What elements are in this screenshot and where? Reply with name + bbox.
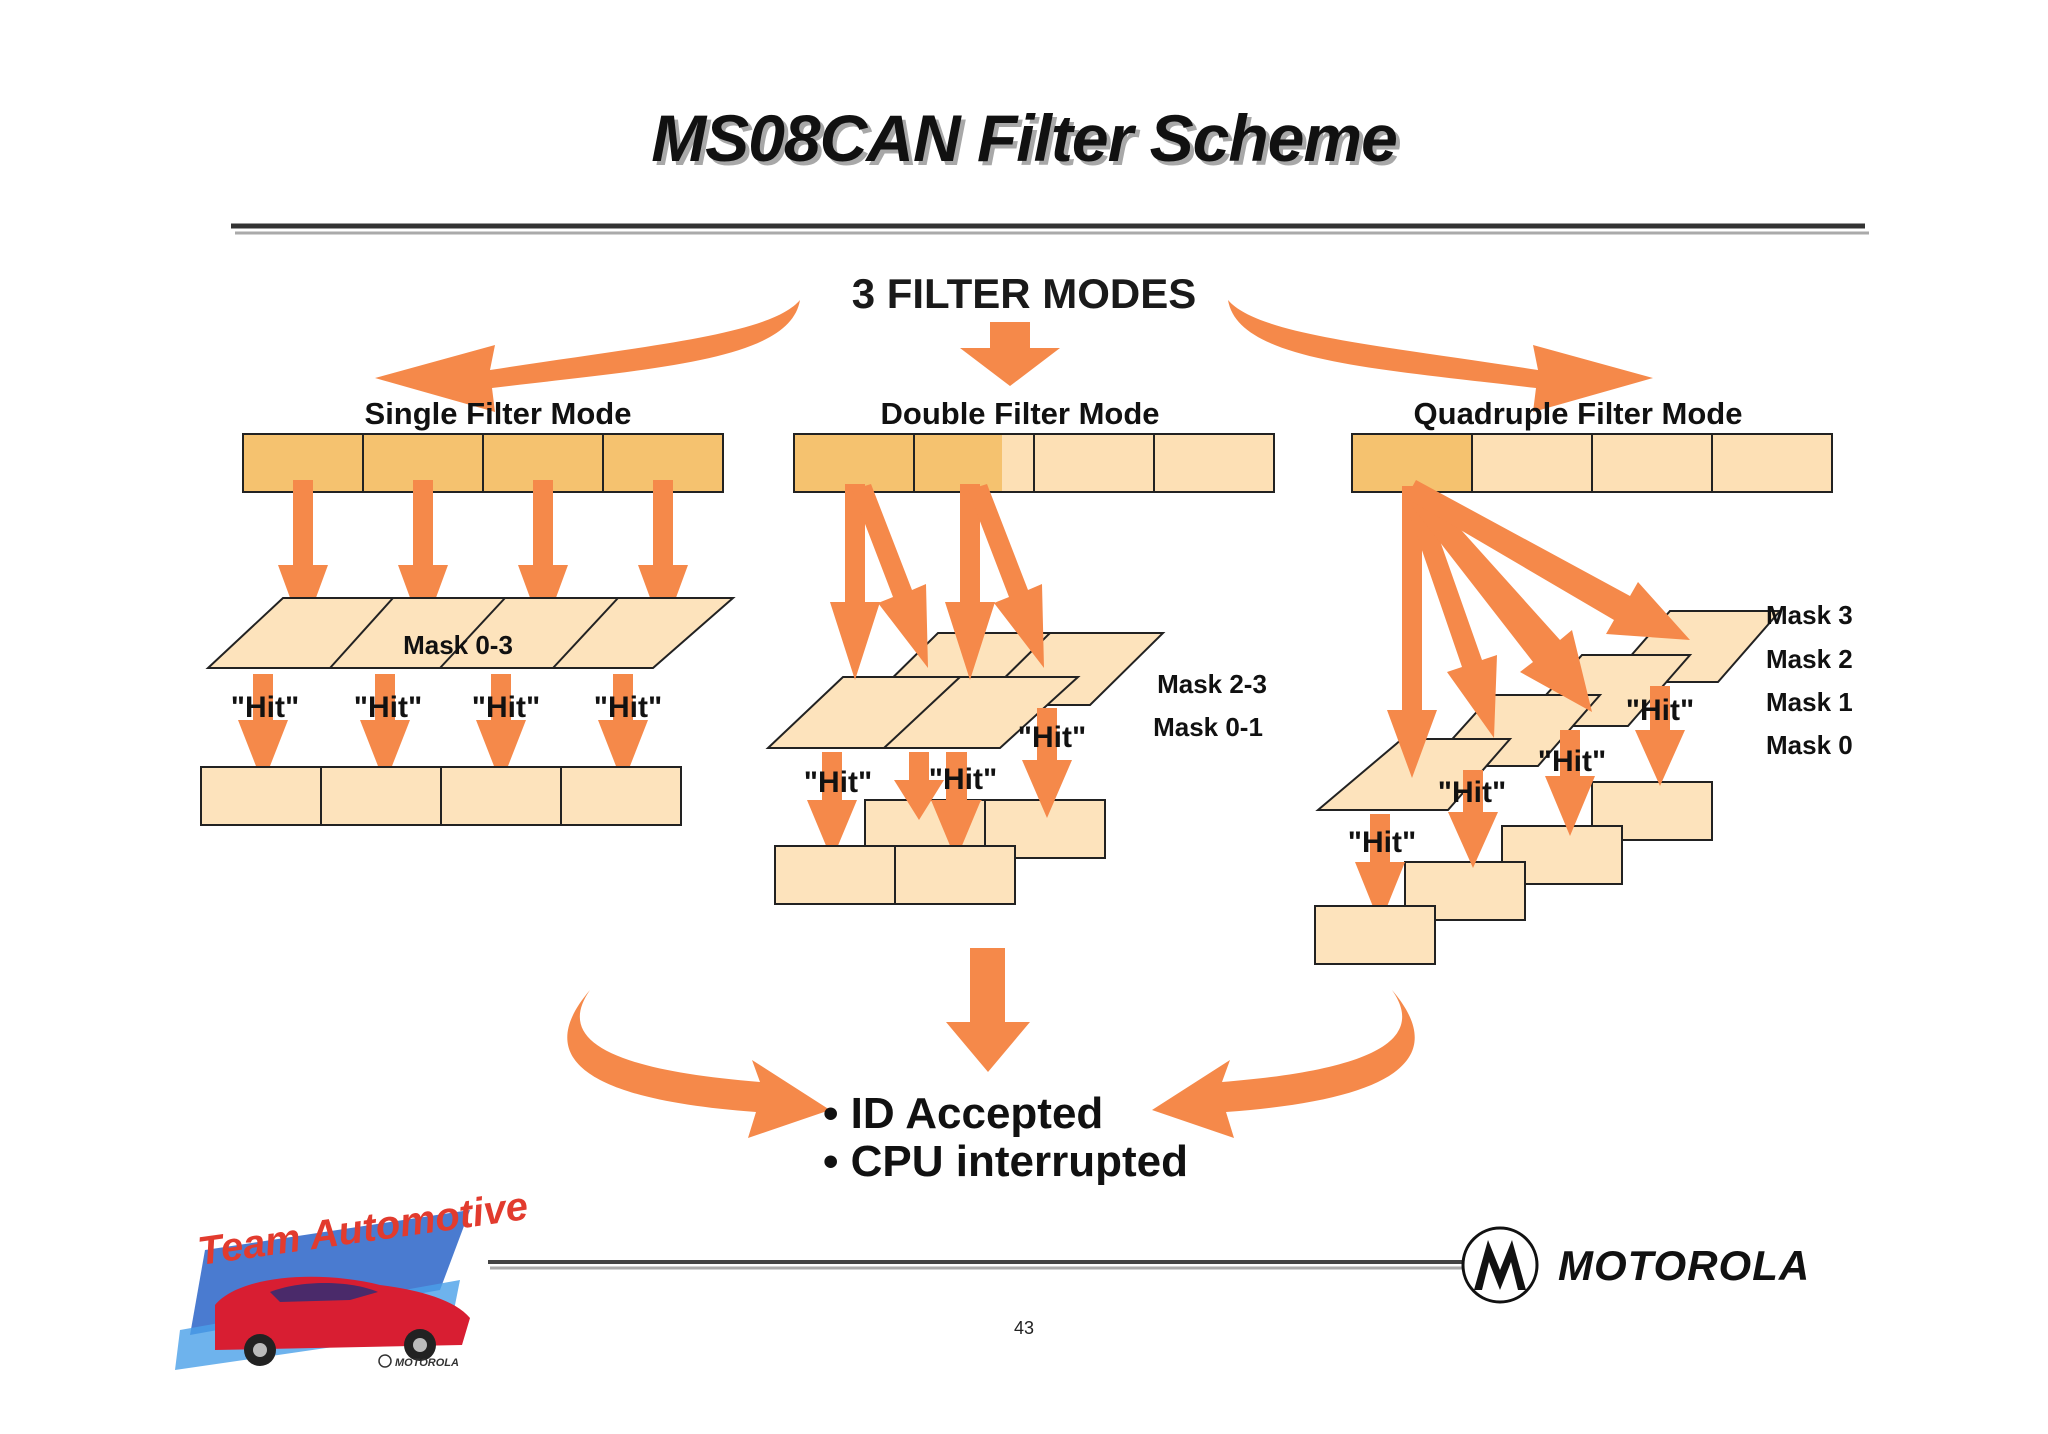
logo-motorola-text: MOTOROLA <box>395 1357 459 1369</box>
quadruple-id-register <box>1351 433 1833 493</box>
quadruple-fan-arrows <box>1387 480 1690 778</box>
hit-label: "Hit" <box>1626 694 1694 727</box>
converge-arrow-center-icon <box>946 948 1030 1072</box>
double-mask-label-2-3: Mask 2-3 <box>1157 669 1267 699</box>
quadruple-mask-labels: Mask 3 Mask 2 Mask 1 Mask 0 <box>1766 600 1853 760</box>
result-cpu-interrupted: • CPU interrupted <box>823 1137 1188 1186</box>
team-automotive-logo: Team Automotive MOTOROLA <box>175 1184 531 1370</box>
single-filter-mode: Single Filter Mode Mask 0-3 <box>200 396 736 826</box>
hit-label: "Hit" <box>804 766 872 799</box>
converge-arrow-right-icon <box>1152 990 1415 1138</box>
hit-label: "Hit" <box>231 691 299 724</box>
quad-buffer-0 <box>1314 905 1436 965</box>
single-mode-label: Single Filter Mode <box>365 396 632 431</box>
single-down-arrows <box>278 480 688 633</box>
double-mask-label-0-1: Mask 0-1 <box>1153 712 1263 742</box>
quadruple-hit-arrows <box>1355 686 1685 924</box>
hit-label: "Hit" <box>1348 826 1416 859</box>
double-hit-arrows <box>807 708 1072 860</box>
double-filter-mode: Double Filter Mode <box>765 396 1275 905</box>
hit-label: "Hit" <box>1438 776 1506 809</box>
double-down-arrows <box>830 484 1044 680</box>
mask-label-0: Mask 0 <box>1766 730 1853 760</box>
double-hit-labels: "Hit" "Hit" "Hit" <box>804 721 1086 799</box>
hit-label: "Hit" <box>472 691 540 724</box>
quad-mask-0 <box>1315 738 1513 811</box>
motorola-batwing-icon <box>1461 1226 1539 1304</box>
quadruple-mode-label: Quadruple Filter Mode <box>1414 396 1743 431</box>
footer-rule <box>488 1260 1467 1270</box>
double-mask-front <box>765 676 1081 749</box>
single-hit-arrows <box>238 674 648 784</box>
quadruple-hit-labels: "Hit" "Hit" "Hit" "Hit" <box>1348 694 1694 859</box>
page-number: 43 <box>1013 1318 1035 1338</box>
filter-modes-heading: 3 FILTER MODES <box>851 270 1197 317</box>
hit-label: "Hit" <box>594 691 662 724</box>
result-id-accepted: • ID Accepted <box>823 1089 1104 1138</box>
single-accept-buffers <box>200 766 682 826</box>
quadruple-filter-mode: Quadruple Filter Mode <box>1314 396 1853 965</box>
hit-label: "Hit" <box>1018 721 1086 754</box>
mask-label-1: Mask 1 <box>1766 687 1853 717</box>
double-id-register <box>793 433 1275 493</box>
hit-label: "Hit" <box>354 691 422 724</box>
curved-arrow-right-icon <box>1228 300 1653 412</box>
double-mode-label: Double Filter Mode <box>881 396 1160 431</box>
converge-arrow-left-icon <box>567 990 830 1138</box>
single-mask-plane <box>205 597 736 669</box>
page-title: MS08CAN Filter Scheme <box>651 101 1398 175</box>
single-hit-labels: "Hit" "Hit" "Hit" "Hit" <box>231 691 662 724</box>
double-buffers-front <box>774 845 1016 905</box>
hit-label: "Hit" <box>929 763 997 796</box>
mask-label-2: Mask 2 <box>1766 644 1853 674</box>
result-list: • ID Accepted • CPU interrupted <box>823 1090 1188 1186</box>
down-arrow-center-icon <box>960 322 1060 386</box>
motorola-brand: MOTOROLA <box>1558 1242 1811 1289</box>
hit-label: "Hit" <box>1538 745 1606 778</box>
single-mask-label: Mask 0-3 <box>403 630 513 660</box>
title-rule <box>231 223 1869 235</box>
curved-arrow-left-icon <box>375 300 800 412</box>
mask-label-3: Mask 3 <box>1766 600 1853 630</box>
single-id-register <box>242 433 724 493</box>
